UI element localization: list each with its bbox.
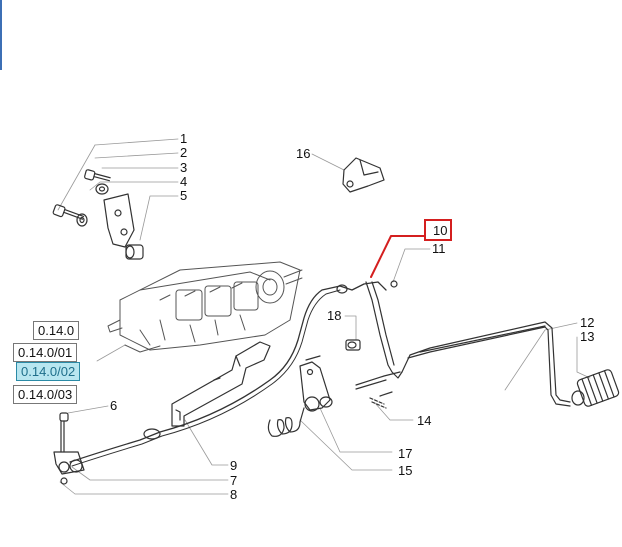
callout-3[interactable]: 3 xyxy=(180,160,188,175)
window-edge xyxy=(0,0,2,70)
pivot-pin-18 xyxy=(345,339,361,351)
ref-link-0-14-0[interactable]: 0.14.0 xyxy=(33,321,80,340)
cable-end xyxy=(336,284,348,294)
ref-link-0-14-0-02[interactable]: 0.14.0/02 xyxy=(16,362,81,381)
ref-link-0-14-0-01[interactable]: 0.14.0/01 xyxy=(13,343,78,362)
callout-18[interactable]: 18 xyxy=(327,308,342,323)
return-spring-15 xyxy=(267,407,305,437)
cable-ferrule xyxy=(143,428,161,440)
bracket-16 xyxy=(342,157,385,193)
callout-13[interactable]: 13 xyxy=(580,329,595,344)
callout-11[interactable]: 11 xyxy=(432,241,446,256)
callout-7[interactable]: 7 xyxy=(230,473,238,488)
callout-5[interactable]: 5 xyxy=(180,188,188,203)
throttle-cable-outline xyxy=(71,289,341,467)
callout-17[interactable]: 17 xyxy=(398,446,413,461)
throttle-cable xyxy=(69,281,387,463)
callout-15[interactable]: 15 xyxy=(398,463,413,478)
callout-2[interactable]: 2 xyxy=(180,145,188,160)
callout-16[interactable]: 16 xyxy=(296,146,311,161)
dowel-pin-14 xyxy=(369,397,387,409)
callout-12[interactable]: 12 xyxy=(580,315,595,330)
ref-link-0-14-0-03[interactable]: 0.14.0/03 xyxy=(13,385,78,404)
cable-clip-11 xyxy=(390,280,398,288)
callout-9[interactable]: 9 xyxy=(230,458,238,473)
leader-lines xyxy=(57,138,591,495)
callout-1[interactable]: 1 xyxy=(180,131,188,146)
injection-pump xyxy=(107,261,303,353)
throttle-lever xyxy=(355,281,403,397)
spring-lever-17 xyxy=(299,355,333,412)
callout-6[interactable]: 6 xyxy=(110,398,118,413)
callout-8[interactable]: 8 xyxy=(230,487,238,502)
cable-support-bracket xyxy=(171,341,271,427)
foot-pedal xyxy=(401,321,620,407)
callout-10[interactable]: 10 xyxy=(424,219,453,241)
highlight-leader xyxy=(370,235,425,278)
lower-fasteners xyxy=(53,412,85,485)
callout-14[interactable]: 14 xyxy=(417,413,432,428)
callout-4[interactable]: 4 xyxy=(180,174,188,189)
bolt-assembly xyxy=(52,169,144,260)
